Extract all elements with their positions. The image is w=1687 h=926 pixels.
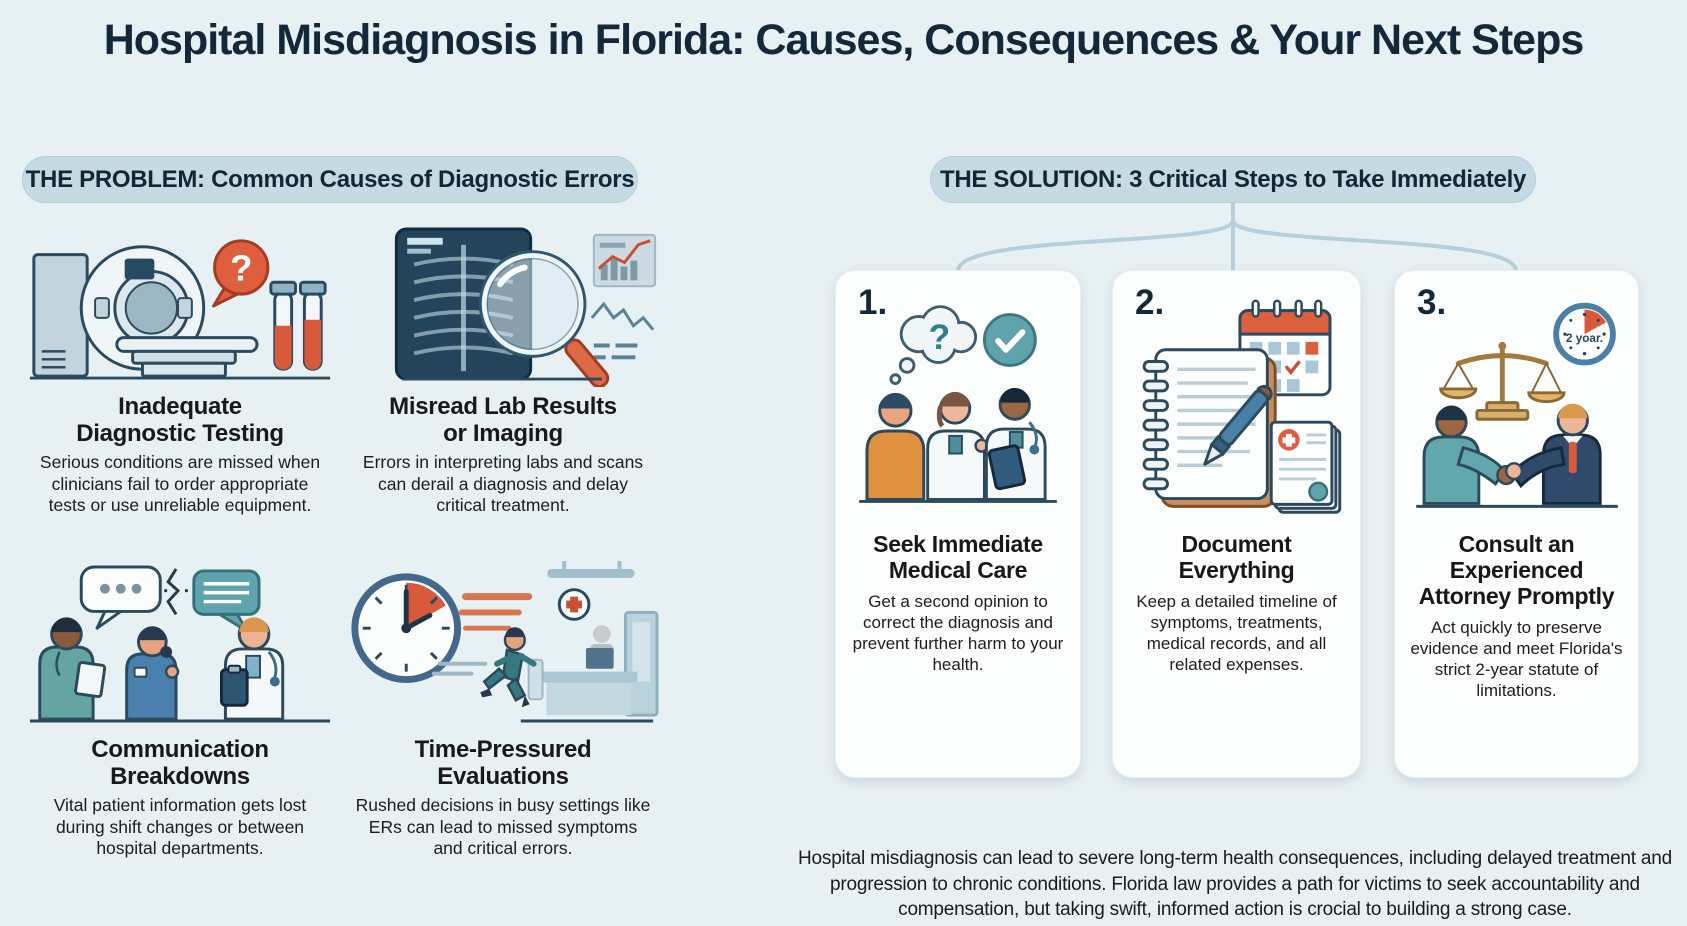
handshake-icon [1495,462,1523,486]
svg-text:2 yoar.: 2 yoar. [1565,332,1602,345]
step-body: Act quickly to preserve evidence and mee… [1410,617,1623,700]
patient-figure [865,392,926,501]
problem-item-title: Communication Breakdowns [91,736,269,791]
pen-icon [1202,384,1273,466]
thought-question-icon: ? [889,305,978,385]
problem-item-inadequate-testing: ? Inadequate Diagnostic Testing Serious … [22,222,338,516]
problem-item-title: Inadequate Diagnostic Testing [76,393,284,448]
doctor-male-figure [219,617,285,721]
svg-text:?: ? [230,247,252,288]
problem-item-communication: Communication Breakdowns Vital patient i… [22,560,338,859]
mri-machine-icon [32,245,259,378]
speech-bubble-lines-icon [192,569,261,633]
step-number: 1. [858,283,888,322]
problem-item-body: Errors in interpreting labs and scans ca… [362,452,644,515]
branch-connector [956,203,1518,271]
svg-text:?: ? [929,318,951,357]
client-figure [1422,405,1506,505]
problem-item-time-pressure: Time-Pressured Evaluations Rushed decisi… [345,560,661,859]
problem-item-title: Misread Lab Results or Imaging [389,393,617,448]
step-body: Keep a detailed timeline of symptoms, tr… [1136,591,1337,674]
notebook-icon [1142,348,1277,508]
nurse-male-figure [38,617,107,721]
speech-bubble-dots-icon [79,565,162,630]
question-bubble-icon: ? [212,239,270,308]
attorney-handshake-illustration: 2 yoar. [1415,302,1618,508]
problem-section-header: THE PROBLEM: Common Causes of Diagnostic… [22,156,638,203]
doctor-male-figure [984,387,1047,501]
page-title: Hospital Misdiagnosis in Florida: Causes… [103,16,1585,64]
solution-section-header: THE SOLUTION: 3 Critical Steps to Take I… [930,156,1536,203]
running-nurse-figure [480,627,537,708]
solution-card-document: 2. [1112,270,1361,778]
mri-scanner-illustration: ? [29,239,331,380]
problem-item-title: Time-Pressured Evaluations [414,736,592,791]
clock-icon [351,573,462,684]
test-tubes-icon [269,280,327,371]
deadline-clock-icon: 2 yoar. [1552,302,1616,366]
nurse-female-figure [125,626,180,721]
doctor-female-figure [926,391,989,501]
step-body: Get a second opinion to correct the diag… [852,591,1064,674]
step-title: Document Everything [1178,531,1295,583]
solution-card-attorney: 3. 2 yoar. [1394,270,1639,778]
xray-magnifier-illustration [394,227,657,387]
check-icon [982,313,1037,367]
attorney-figure [1509,403,1602,505]
problem-item-body: Serious conditions are missed when clini… [39,452,321,515]
solution-card-seek-care: 1. ? [835,270,1081,778]
chart-panel-icon [590,233,657,360]
speed-lines-icon [431,593,533,676]
problem-item-misread-labs: Misread Lab Results or Imaging Errors in… [345,222,661,516]
step-title: Seek Immediate Medical Care [873,531,1043,583]
broken-connection-icon [164,568,188,616]
clock-er-illustration [351,561,659,723]
medical-record-icon [1269,420,1341,514]
er-desk-scene [527,561,659,717]
consult-doctors-illustration: ? [859,305,1057,503]
problem-item-body: Vital patient information gets lost duri… [53,795,307,858]
step-title: Consult an Experienced Attorney Promptly [1418,531,1615,609]
step-number: 3. [1417,283,1447,322]
problem-item-body: Rushed decisions in busy settings like E… [355,795,651,858]
step-number: 2. [1135,283,1165,322]
communication-illustration [29,565,331,723]
footer-summary: Hospital misdiagnosis can lead to severe… [798,848,1672,921]
documentation-illustration [1142,299,1341,514]
magnifier-icon [478,250,610,387]
scales-of-justice-icon [1438,341,1565,421]
